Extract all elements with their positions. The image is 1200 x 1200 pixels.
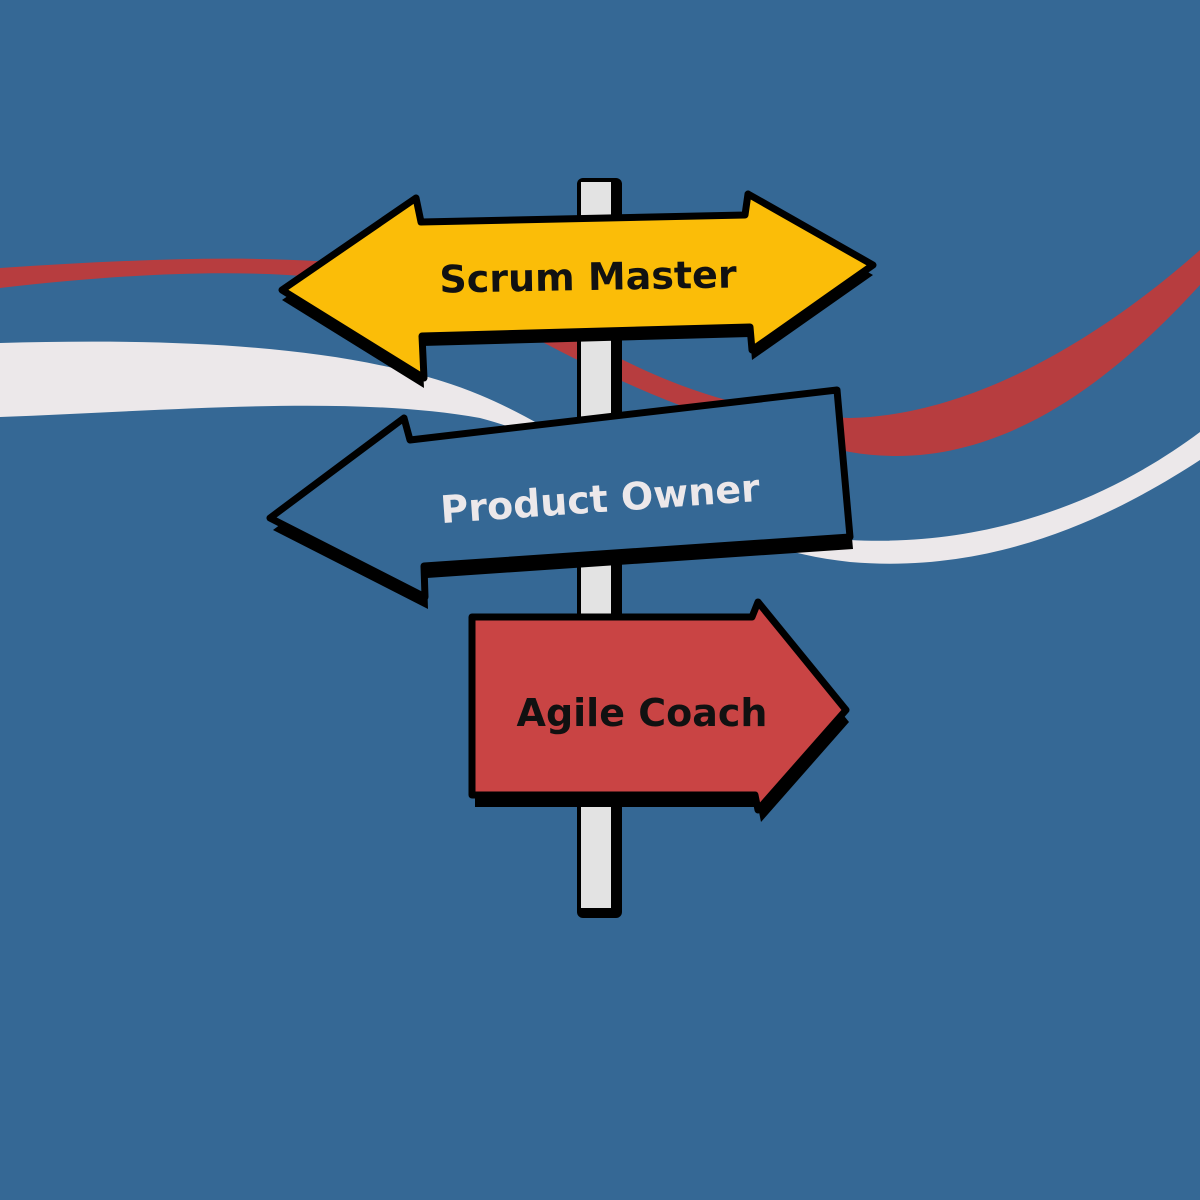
sign-label-scrum-master: Scrum Master	[439, 252, 737, 301]
sign-product-owner: Product Owner	[266, 386, 854, 609]
sign-scrum-master: Scrum Master	[278, 190, 877, 388]
sign-label-agile-coach: Agile Coach	[517, 691, 768, 735]
ribbon-white	[0, 341, 1200, 564]
sign-agile-coach: Agile Coach	[468, 598, 850, 822]
